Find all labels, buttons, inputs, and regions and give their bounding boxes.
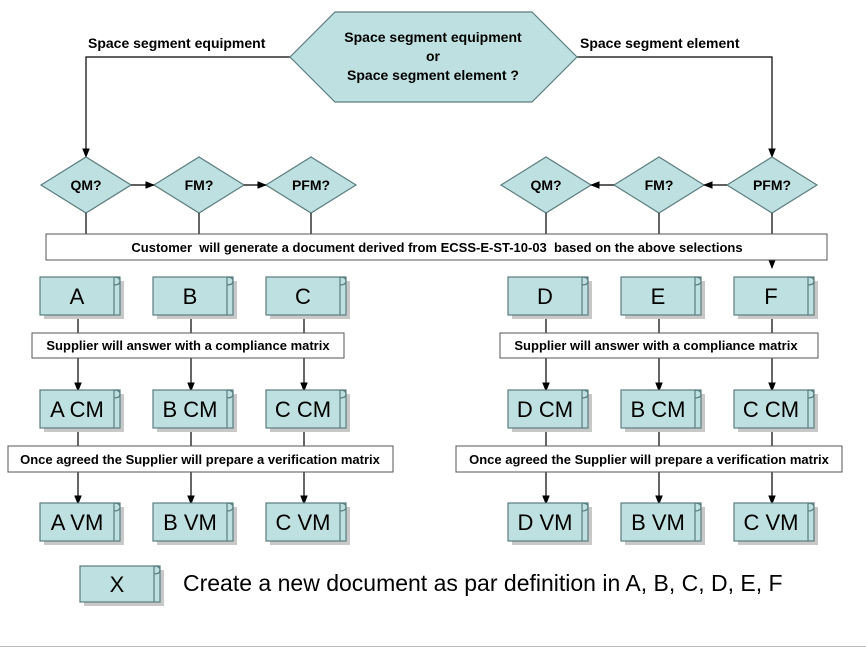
left-model-diamonds: QM? FM? PFM?	[39, 156, 358, 214]
cm-right-0: D CM	[507, 389, 592, 432]
cm-right-0-label: D CM	[517, 397, 573, 422]
cm-right-2-label: C CM	[743, 397, 799, 422]
vm-left-1: B VM	[152, 502, 237, 545]
left-branch-label: Space segment equipment	[88, 35, 266, 51]
cm-left-1-label: B CM	[163, 397, 218, 422]
doc-b-label: B	[183, 284, 198, 309]
customer-bar	[45, 233, 828, 261]
left-verification-bar	[7, 445, 394, 473]
right-compliance-bar	[499, 332, 819, 359]
customer-bar-text: Customer will generate a document derive…	[131, 240, 742, 255]
right-verification-bar	[455, 445, 843, 473]
vm-left-2: C VM	[265, 502, 350, 545]
cm-right-2: C CM	[733, 389, 818, 432]
decision-line-3: Space segment element ?	[347, 67, 519, 83]
cm-left-2: C CM	[265, 389, 350, 432]
decision-line-1: Space segment equipment	[344, 29, 522, 45]
decision-hexagon	[289, 11, 578, 103]
doc-c: C	[265, 276, 350, 319]
legend-text: Create a new document as par definition …	[183, 570, 783, 596]
vm-right-2-label: C VM	[744, 510, 799, 535]
doc-d: D	[507, 276, 592, 319]
right-pfm-label: PFM?	[753, 177, 791, 193]
vm-right-1-label: B VM	[631, 510, 685, 535]
cm-right-1-label: B CM	[631, 397, 686, 422]
cm-left-1: B CM	[152, 389, 237, 432]
doc-e-label: E	[651, 284, 666, 309]
left-branch-connector	[82, 56, 290, 158]
right-pfm-diamond	[725, 156, 819, 214]
vm-left-0: A VM	[39, 502, 124, 545]
vm-right-0-label: D VM	[518, 510, 573, 535]
vm-right-1: B VM	[620, 502, 705, 545]
vm-right-0: D VM	[507, 502, 592, 545]
document-shapes: A B C D E F A CM B CM C CM D CM B CM C CM A VM B VM C …	[39, 276, 818, 606]
doc-b: B	[152, 276, 237, 319]
cm-left-0-label: A CM	[50, 397, 104, 422]
right-fm-label: FM?	[645, 177, 674, 193]
cm-left-2-label: C CM	[275, 397, 331, 422]
doc-e: E	[620, 276, 705, 319]
right-qm-label: QM?	[530, 177, 561, 193]
doc-f: F	[733, 276, 818, 319]
legend-symbol-label: X	[110, 572, 125, 597]
right-verification-bar-text: Once agreed the Supplier will prepare a …	[469, 452, 830, 467]
vm-left-1-label: B VM	[163, 510, 217, 535]
left-pfm-diamond	[264, 156, 358, 214]
vm-right-2: C VM	[733, 502, 818, 545]
vm-left-2-label: C VM	[276, 510, 331, 535]
doc-a-label: A	[70, 284, 85, 309]
left-verification-bar-text: Once agreed the Supplier will prepare a …	[20, 452, 381, 467]
doc-c-label: C	[295, 284, 311, 309]
legend-symbol: X	[79, 565, 164, 606]
doc-f-label: F	[764, 284, 777, 309]
bottom-divider	[0, 646, 866, 647]
left-compliance-bar-text: Supplier will answer with a compliance m…	[46, 338, 330, 353]
left-qm-label: QM?	[70, 177, 101, 193]
cm-right-1: B CM	[620, 389, 705, 432]
right-branch-label: Space segment element	[580, 35, 740, 51]
decision-line-2: or	[426, 48, 441, 64]
left-fm-label: FM?	[185, 177, 214, 193]
left-compliance-bar	[31, 332, 345, 359]
right-compliance-bar-text: Supplier will answer with a compliance m…	[514, 338, 798, 353]
right-model-diamonds: QM? FM? PFM?	[499, 156, 819, 214]
vm-left-0-label: A VM	[51, 510, 104, 535]
cm-left-0: A CM	[39, 389, 124, 432]
right-branch-connector	[577, 56, 776, 158]
doc-d-label: D	[537, 284, 553, 309]
doc-a: A	[39, 276, 124, 319]
left-pfm-label: PFM?	[292, 177, 330, 193]
